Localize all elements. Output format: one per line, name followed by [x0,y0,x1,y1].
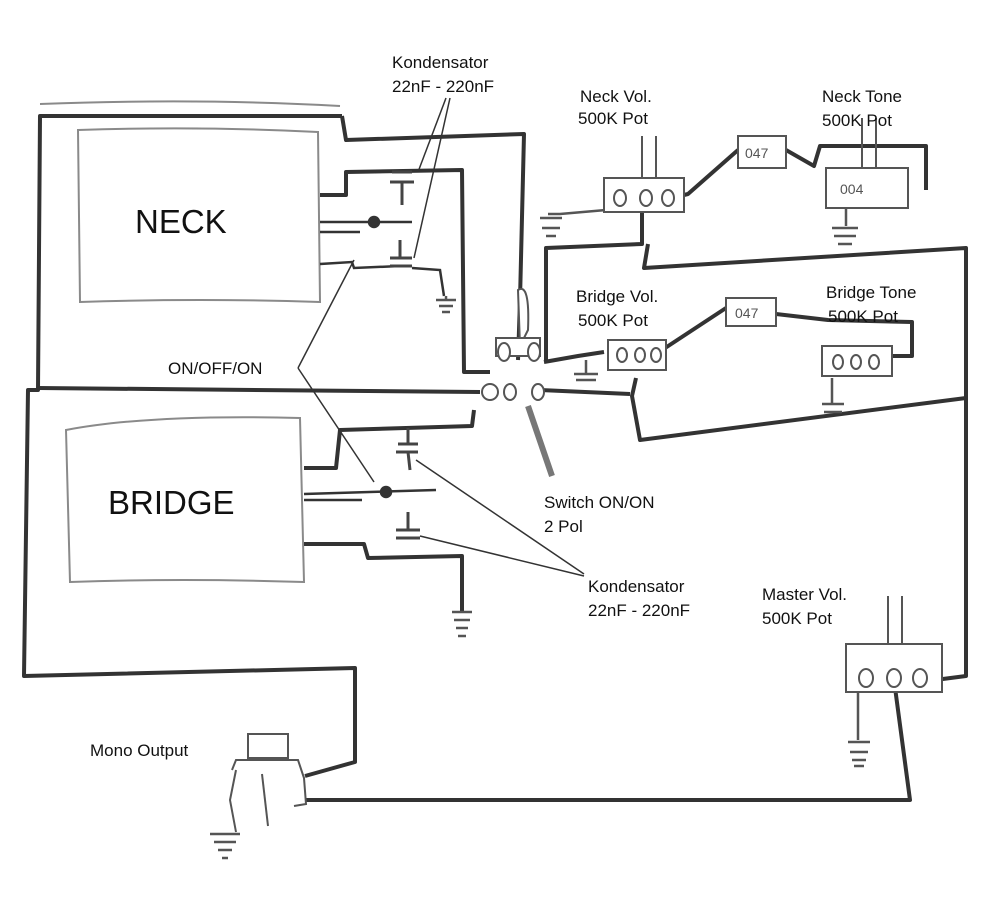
ground-neck-pickup [436,296,456,314]
wire-neck-vol-mid [642,243,968,682]
capacitor-neck-upper [390,170,414,205]
neck-tone-cap-box [737,135,787,169]
bridge-tone-pot [821,345,893,377]
wire-switch-out [539,388,631,396]
wire-switch-neck-vol [544,202,644,362]
neck-tone-pot [825,118,909,209]
neck-vol-label-line2: 500K Pot [578,109,648,128]
bridge-vol-pot [607,339,667,371]
neck-lead-3 [319,260,401,270]
capacitor-bridge-lower [396,512,420,540]
wire-bridge-lead [304,409,476,470]
mono-output-jack [228,733,308,833]
switch-label-line2: 2 Pol [544,517,583,536]
ground-neck-tone [832,200,858,246]
bridge-pickup-label: BRIDGE [108,484,235,521]
neck-vol-pot [603,136,685,213]
pointer-kondensator-bottom-1 [415,459,585,575]
neck-pickup-label: NECK [135,203,227,240]
bridge-tone-label-line1: Bridge Tone [826,283,916,302]
on-off-on-label: ON/OFF/ON [168,359,262,378]
switch-label-line1: Switch ON/ON [544,493,655,512]
bridge-lead-1 [303,488,437,496]
master-vol-pot [845,596,943,693]
wire-master-output [300,679,912,802]
mono-output-label: Mono Output [90,741,189,760]
master-vol-label-line2: 500K Pot [762,609,832,628]
wire-bridge-vol-cap [654,306,728,356]
wire-outer-left [22,114,357,778]
wire-neck-lead [320,168,490,374]
kondensator-top-line2: 22nF - 220nF [392,77,494,96]
pointer-on-off-on-1 [297,259,355,369]
neck-pickup-box [76,127,322,304]
bridge-tone-label-line2: 500K Pot [828,307,898,326]
neck-ground-lead [411,266,446,297]
switch-lever-line [525,405,555,477]
pencil-outline-top [39,100,341,107]
neck-cap-value: 047 [745,145,769,161]
kondensator-bottom-line2: 22nF - 220nF [588,601,690,620]
wire-neck-cap-tone [785,144,928,190]
wire-top-bus [340,115,526,361]
bridge-cap-value: 047 [735,305,759,321]
bridge-vol-label-line2: 500K Pot [578,311,648,330]
bridge-vol-label-line1: Bridge Vol. [576,287,658,306]
ground-neck-vol [540,208,607,238]
neck-selector-node [367,215,381,229]
pointer-on-off-on-2 [297,367,375,483]
ground-output [210,832,240,860]
capacitor-bridge-upper [396,428,418,471]
wire-middle-horizontal [37,386,481,394]
ground-master [848,690,870,768]
capacitor-neck-lower [390,240,412,268]
bridge-tone-cap-box [725,297,777,327]
pointer-kondensator-top-2 [413,97,451,259]
ground-bridge-vol [574,360,598,382]
kondensator-bottom-line1: Kondensator [588,577,685,596]
wire-switch-bridge-vol [543,350,605,364]
neck-tone-pot-text: 004 [840,181,864,197]
neck-tone-label-line2: 500K Pot [822,111,892,130]
ground-bridge-tone [822,378,844,414]
wire-bridge-cap-tone [775,312,914,358]
neck-tone-label-line1: Neck Tone [822,87,902,106]
pointer-kondensator-top-1 [417,97,447,173]
neck-vol-label-line1: Neck Vol. [580,87,652,106]
bridge-pickup-box [64,416,306,584]
wire-bridge-vol-down [630,377,967,442]
kondensator-top-line1: Kondensator [392,53,489,72]
switch-on-on [481,287,545,401]
master-vol-label-line1: Master Vol. [762,585,847,604]
wire-bridge-lower [304,542,464,612]
ground-bridge-pickup [452,610,472,638]
bridge-selector-node [379,485,393,499]
pointer-kondensator-bottom-2 [419,535,585,577]
